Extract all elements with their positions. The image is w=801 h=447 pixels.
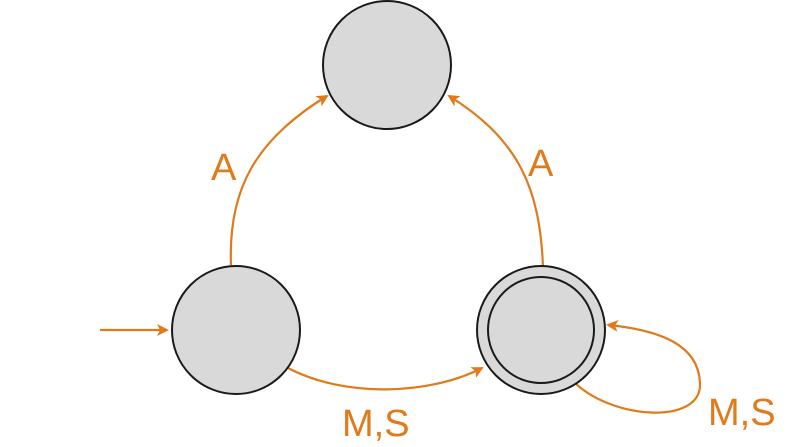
state-top — [322, 0, 452, 130]
transitions — [100, 94, 702, 414]
edge-right-to-top — [447, 94, 545, 268]
edge-right-self-loop — [571, 319, 702, 414]
label-right-self-loop: M,S — [708, 392, 776, 434]
label-right-to-top: A — [528, 143, 554, 185]
edge-labels: A A M,S M,S — [211, 143, 776, 445]
state-right-accepting-inner — [487, 276, 595, 384]
label-left-to-top: A — [211, 147, 237, 189]
edge-left-to-right — [287, 367, 484, 391]
state-left-initial — [171, 265, 301, 395]
edge-left-to-top — [229, 94, 329, 266]
states — [171, 0, 606, 395]
label-left-to-right: M,S — [342, 403, 410, 445]
